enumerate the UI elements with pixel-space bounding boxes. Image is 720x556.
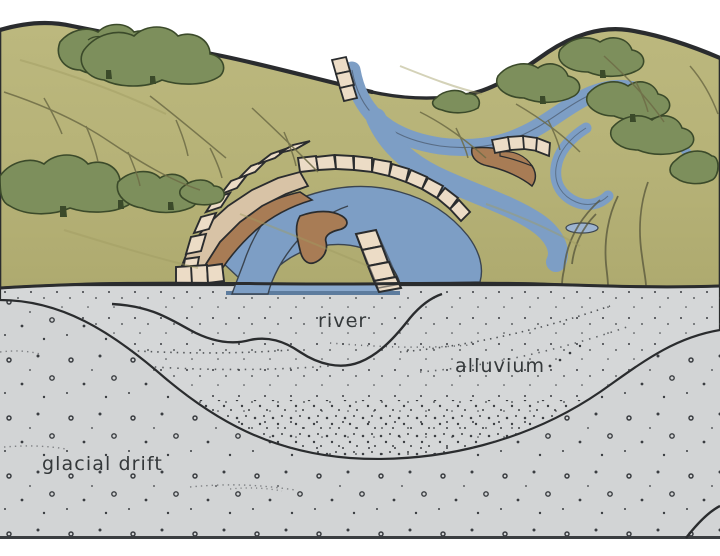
grass-shading [19,59,581,269]
tree-shadows [60,70,636,217]
drift-wisps [0,350,296,492]
label-alluvium: alluvium [455,355,545,377]
sandbar-island [295,210,348,265]
water-surface-line [226,291,400,295]
sandbar-oxbow-inner [499,151,534,168]
tree-cluster-10 [669,150,719,185]
baseline-right-curve [685,504,720,539]
alluvium-leader [548,344,582,368]
bluff-right-of-cut [354,228,403,294]
alluvium-layer [0,283,720,460]
river-meander-right [366,108,568,272]
cliff-bluffs [175,55,659,294]
hillslope-folds [561,181,649,287]
bluff-north-bank [296,153,472,223]
tree-cluster-2 [80,26,225,87]
bluff-right-meander [490,134,551,158]
tree-cluster-6 [558,37,645,78]
label-river: river [318,310,367,332]
tree-cluster-9 [609,115,695,156]
gullies [3,55,719,191]
sandbars [185,146,537,285]
bluff-head-of-valley [330,55,359,103]
tributary-outline [555,127,609,205]
surface-cut-line [0,281,720,290]
tree-cluster-11 [431,89,481,114]
tree-cluster-7 [495,63,581,104]
label-glacial-drift: glacial drift [42,453,163,475]
tree-cluster-8 [585,81,671,122]
block-baseline [0,504,720,539]
buried-channel-line [111,292,443,367]
woodland [0,23,719,217]
bluff-left-lower [175,262,226,286]
